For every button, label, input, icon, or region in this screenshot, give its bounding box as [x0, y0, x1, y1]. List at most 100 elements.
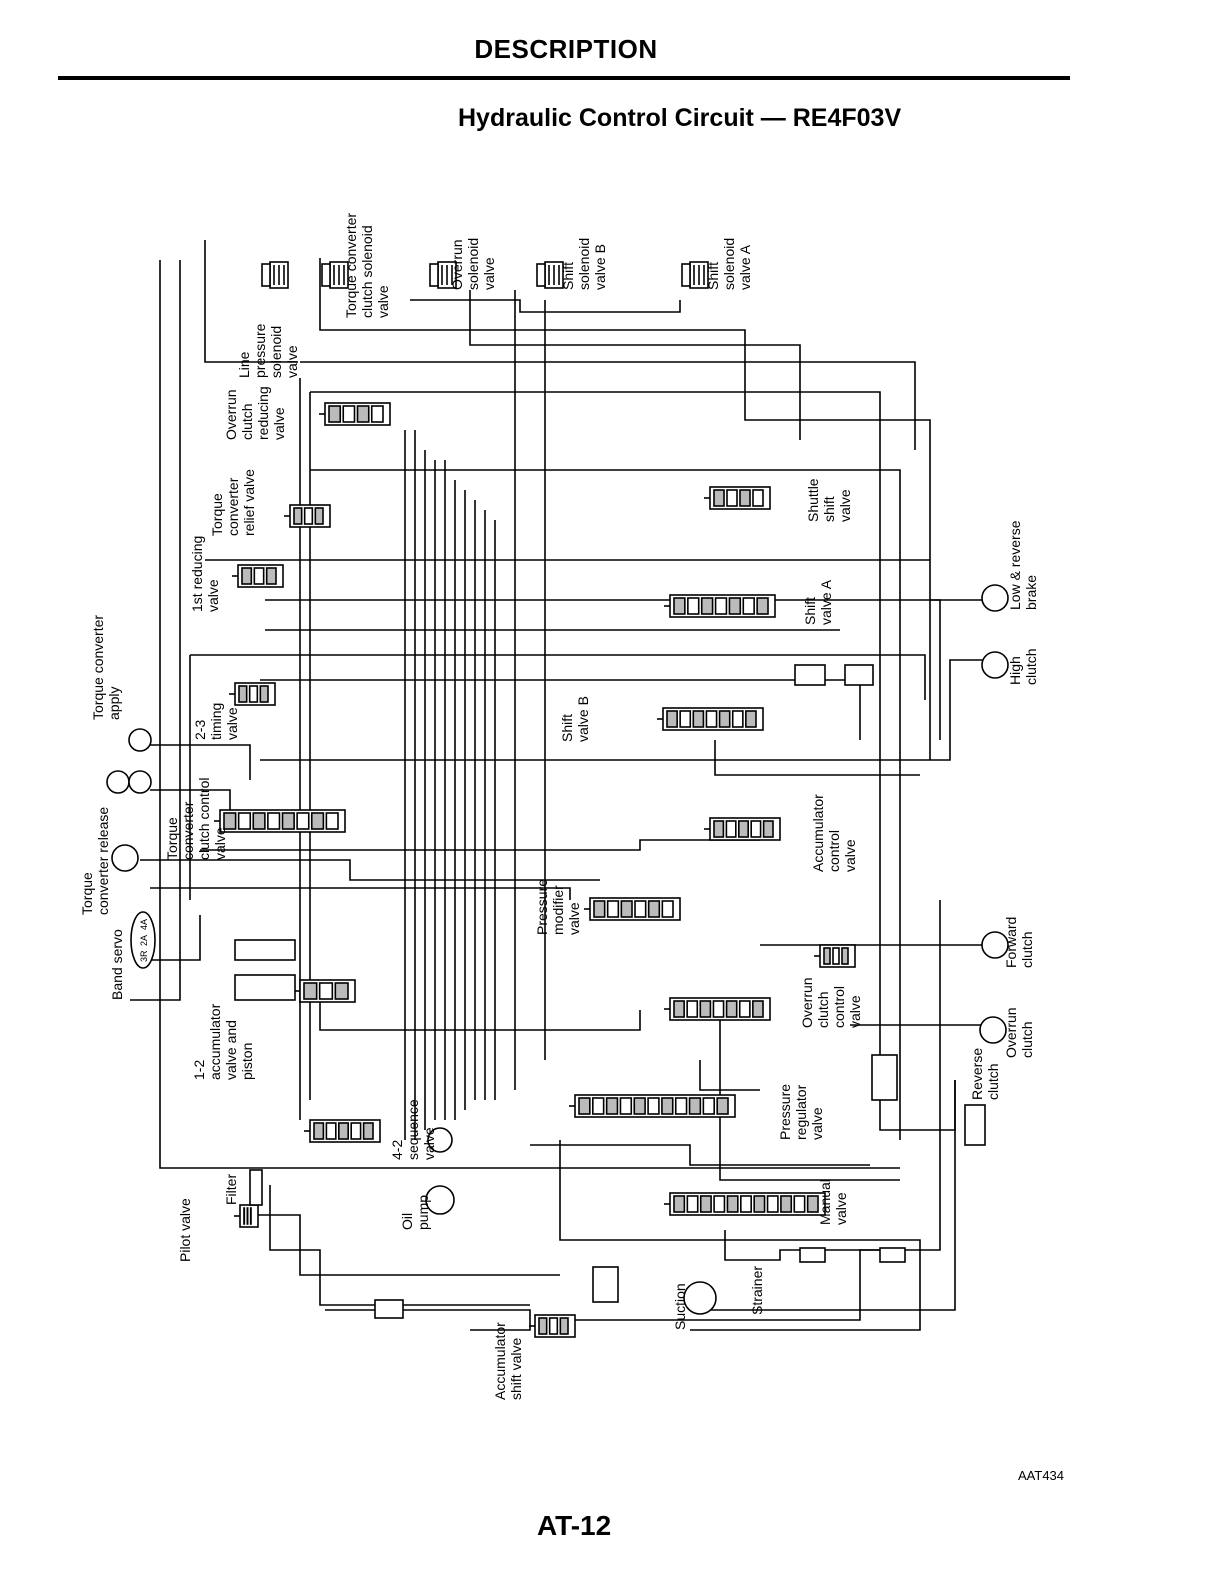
- sequence-valve-ball: [427, 1127, 453, 1153]
- tc-release-circle-1: [106, 770, 130, 794]
- label-pressure-modifier: Pressuremodifiervalve: [534, 879, 582, 935]
- valve-pressure-modifier: [584, 897, 681, 921]
- torque-converter-circle: [111, 844, 139, 872]
- valve-shift-b: [657, 707, 764, 731]
- passage-tc-apply: [150, 744, 251, 780]
- label-tc-relief: Torqueconverterrelief valve: [209, 469, 257, 536]
- passage-horiz-4: [265, 599, 941, 740]
- label-strainer: Strainer: [749, 1266, 765, 1315]
- label-oil-pump: Oilpump: [399, 1195, 431, 1230]
- bottom-box-3: [879, 1247, 906, 1263]
- label-shift-valve-a: Shiftvalve A: [802, 579, 834, 625]
- passage-horiz-13: [719, 1000, 900, 1181]
- label-accumulator-control: Accumulatorcontrolvalve: [810, 794, 858, 872]
- passage-outer-left: [159, 260, 900, 1169]
- passage-horiz-6: [190, 654, 926, 700]
- label-tc-release: Torqueconverter release: [79, 807, 111, 915]
- passage-horiz-12: [319, 990, 641, 1031]
- solenoid-tcc: [321, 261, 349, 289]
- overrun-clutch-circle: [979, 1016, 1007, 1044]
- filter-body: [249, 1169, 263, 1206]
- valve-tc-relief: [284, 504, 331, 528]
- passage-bottom-1: [559, 1140, 921, 1331]
- label-tcc-solenoid: Torque converterclutch solenoidvalve: [343, 213, 391, 318]
- section-title: Hydraulic Control Circuit — RE4F03V: [458, 104, 902, 132]
- valve-accumulator-12: [294, 979, 356, 1003]
- band-servo-code: 2A: [139, 935, 149, 946]
- passage-horiz-11: [150, 887, 571, 900]
- reverse-box: [871, 1054, 898, 1101]
- page-header-title: DESCRIPTION: [474, 34, 658, 64]
- tc-apply-circle: [128, 728, 152, 752]
- passage-to-high-clutch: [260, 659, 985, 761]
- label-shift-solenoid-a: Shiftsolenoidvalve A: [705, 238, 753, 290]
- passage-horiz-14: [530, 1144, 870, 1166]
- passage-horiz-1: [310, 469, 901, 1140]
- passage-horiz-8: [714, 740, 920, 776]
- forward-clutch-circle: [981, 931, 1009, 959]
- passage-horiz-10: [200, 839, 760, 851]
- label-suction: Suction: [672, 1283, 688, 1330]
- passage-horiz-15: [699, 1060, 760, 1091]
- bottom-box-2: [799, 1247, 826, 1263]
- tc-release-circle-2: [128, 770, 152, 794]
- valve-shuttle-shift: [704, 486, 771, 510]
- valve-sequence-42: [304, 1119, 381, 1143]
- valve-overrun-reducing: [319, 402, 391, 426]
- label-shift-solenoid-b: Shiftsolenoidvalve B: [560, 238, 608, 290]
- valve-timing: [229, 682, 276, 706]
- label-sequence-42: 4-2sequencevalve: [389, 1099, 437, 1160]
- solenoid-overrun: [429, 261, 457, 289]
- label-overrun-reducing: Overrunclutchreducingvalve: [223, 386, 287, 440]
- high-clutch-circle: [981, 651, 1009, 679]
- passage-horiz-3: [205, 559, 931, 760]
- valve-tcc-control: [214, 809, 346, 833]
- label-high-clutch: Highclutch: [1007, 648, 1039, 685]
- passage-bottom-3: [269, 1185, 530, 1306]
- passage-top-3: [410, 299, 681, 313]
- label-low-reverse-brake: Low & reversebrake: [1007, 520, 1039, 610]
- label-shuttle-shift: Shuttleshiftvalve: [805, 478, 853, 522]
- label-manual-valve: Manualvalve: [817, 1179, 849, 1225]
- accumulator-box-2: [234, 974, 296, 1001]
- valve-first-reducing: [232, 564, 284, 588]
- passage-band-servo: [140, 915, 201, 961]
- passage-horiz-2: [310, 391, 881, 1100]
- label-accumulator-shift: Accumulatorshift valve: [492, 1322, 524, 1400]
- low-reverse-brake-circle: [981, 584, 1009, 612]
- passage-top-2: [319, 258, 931, 560]
- passage-left-2: [130, 260, 181, 1001]
- passage-horiz-9: [140, 859, 600, 881]
- fluid-passages: [130, 240, 985, 1331]
- valve-shift-a: [664, 594, 776, 618]
- solenoid-shift-b: [536, 261, 564, 289]
- small-box-1: [794, 664, 826, 686]
- passage-reverse-clutch: [690, 1080, 956, 1311]
- valve-pressure-regulator: [569, 1094, 736, 1118]
- label-reverse-clutch: Reverseclutch: [969, 1048, 1001, 1100]
- solenoid-shift-a: [681, 261, 709, 289]
- valve-overrun-control: [664, 997, 771, 1021]
- valve-manual: [664, 1192, 826, 1216]
- header-rule: [58, 76, 1070, 80]
- valve-pilot: [234, 1204, 259, 1228]
- label-overrun-solenoid: Overrunsolenoidvalve: [449, 238, 497, 290]
- label-tcc-control: Torqueconverterclutch controlvalve: [164, 778, 228, 860]
- passage-top-1: [300, 361, 916, 450]
- label-tc-apply: Torque converterapply: [90, 615, 122, 720]
- label-first-reducing: 1st reducingvalve: [189, 536, 221, 612]
- label-pressure-regulator: Pressureregulatorvalve: [777, 1084, 825, 1140]
- band-servo-code: 3R: [139, 950, 149, 962]
- label-overrun-control: Overrunclutchcontrolvalve: [799, 977, 863, 1028]
- valve-accumulator-control: [704, 817, 781, 841]
- passage-line-pressure: [204, 240, 298, 363]
- accumulator-box-1: [234, 939, 296, 961]
- passage-reverse-2: [879, 1080, 956, 1131]
- label-shift-valve-b: Shiftvalve B: [559, 696, 591, 742]
- strainer-box: [964, 1104, 986, 1146]
- valve-overrun-control-a: [814, 944, 856, 968]
